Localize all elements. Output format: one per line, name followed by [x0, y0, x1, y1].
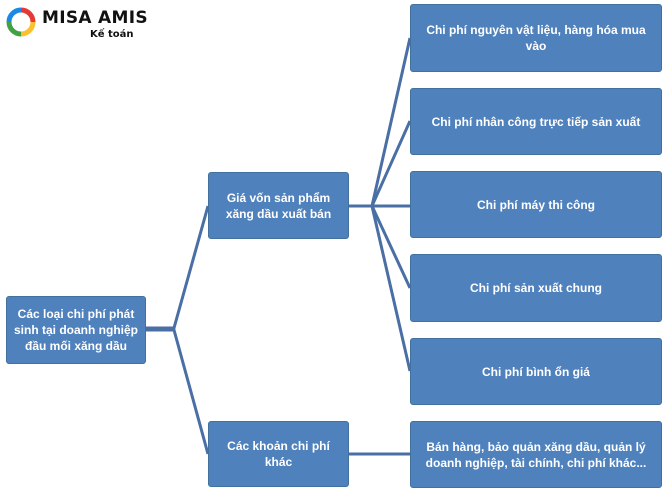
connector-gia-von-to-san-xuat-chung	[349, 204, 412, 289]
connector-gia-von-to-nhan-cong	[349, 120, 412, 208]
node-chi-phi-may-thi-cong: Chi phí máy thi công	[410, 171, 662, 238]
node-chi-phi-san-xuat-chung: Chi phí sản xuất chung	[410, 254, 662, 322]
node-chi-phi-khac: Các khoản chi phí khác	[208, 421, 349, 487]
node-gia-von-san-pham: Giá vốn sản phẩm xăng dầu xuất bán	[208, 172, 349, 239]
logo-subtitle: Kế toán	[90, 29, 134, 40]
connector-gia-von-to-binh-on-gia	[349, 204, 412, 372]
node-root: Các loại chi phí phát sinh tại doanh ngh…	[6, 296, 146, 364]
connector-root-to-chi-phi-khac	[146, 328, 210, 455]
connector-root-to-gia-von	[146, 205, 210, 330]
misa-logo-icon	[6, 7, 36, 37]
connector-gia-von-to-nguyen-vat-lieu	[349, 37, 412, 208]
misa-amis-logo: MISA AMIS Kế toán	[6, 6, 156, 46]
node-chi-phi-nguyen-vat-lieu: Chi phí nguyên vật liệu, hàng hóa mua và…	[410, 4, 662, 72]
node-ban-hang-bao-quan: Bán hàng, bảo quản xăng dầu, quản lý doa…	[410, 421, 662, 488]
node-chi-phi-binh-on-gia: Chi phí bình ổn giá	[410, 338, 662, 405]
node-chi-phi-nhan-cong: Chi phí nhân công trực tiếp sản xuất	[410, 88, 662, 155]
logo-title: MISA AMIS	[42, 8, 148, 28]
